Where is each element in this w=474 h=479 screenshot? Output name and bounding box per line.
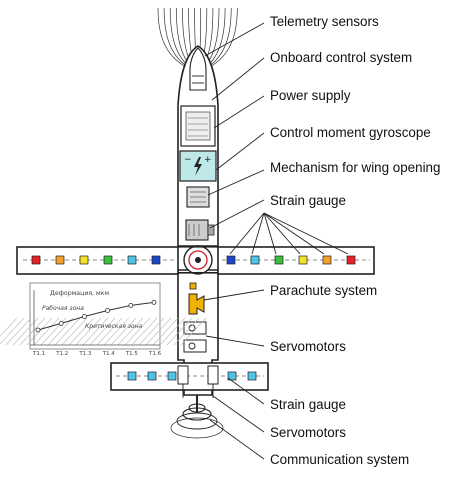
label-strain-gauge-top: Strain gauge bbox=[270, 193, 346, 208]
label-servomotors-bottom: Servomotors bbox=[270, 425, 346, 440]
wing-right-strain-gauges bbox=[226, 255, 356, 265]
svg-text:−: − bbox=[184, 155, 192, 165]
inset-tick-label: Т1.3 bbox=[78, 351, 92, 357]
inset-hatch-line bbox=[0, 317, 18, 337]
strain-gauge bbox=[298, 255, 308, 265]
label-onboard-control-system: Onboard control system bbox=[270, 50, 413, 65]
inset-point bbox=[35, 327, 41, 333]
inset-hatch-line bbox=[110, 317, 137, 346]
inset-hatch-line bbox=[145, 317, 172, 346]
strain-gauge bbox=[127, 255, 137, 265]
inset-hatch-line bbox=[96, 317, 123, 346]
airflow-line bbox=[206, 7, 232, 69]
leader-lines bbox=[203, 22, 349, 460]
label-communication-system: Communication system bbox=[270, 452, 410, 467]
inset-hatch-line bbox=[131, 317, 158, 346]
inset-hatch-line bbox=[180, 317, 207, 346]
inset-hatch-line bbox=[68, 317, 95, 346]
inset-point bbox=[128, 302, 134, 308]
inset-point bbox=[82, 314, 87, 319]
inset-zone-upper: Рабочая зона bbox=[42, 305, 84, 312]
label-wing-opening-mechanism: Mechanism for wing opening bbox=[270, 160, 441, 175]
parachute-icon bbox=[188, 293, 205, 315]
inset-zone-lower: Критическая зона bbox=[85, 323, 142, 330]
strain-gauge bbox=[31, 255, 41, 265]
inset-hatch-line bbox=[124, 317, 151, 346]
strain-gauge bbox=[274, 255, 284, 265]
tail-strain-gauges bbox=[127, 371, 257, 381]
inset-hatch-line bbox=[33, 317, 60, 346]
inset-point bbox=[151, 299, 157, 305]
label-power-supply: Power supply bbox=[270, 88, 351, 103]
inset-hatch-line bbox=[152, 317, 179, 346]
label-parachute-system: Parachute system bbox=[270, 283, 378, 298]
inset-tick-label: Т1.5 bbox=[125, 351, 139, 357]
strain-gauge bbox=[250, 255, 260, 265]
tail-servo-right bbox=[207, 365, 219, 385]
strain-gauge bbox=[322, 255, 332, 265]
inset-curve bbox=[37, 301, 155, 331]
inset-hatch-line bbox=[173, 317, 200, 346]
inset-hatch-line bbox=[47, 317, 74, 346]
inset-hatch-line bbox=[166, 317, 193, 346]
inset-hatch-line bbox=[89, 317, 116, 346]
label-telemetry-sensors: Telemetry sensors bbox=[270, 14, 379, 29]
wing-left bbox=[16, 246, 179, 275]
strain-inset-chart: Деформация, мкм Рабочая зона Критическая… bbox=[0, 282, 207, 357]
lightning-icon bbox=[194, 157, 202, 176]
inset-hatch-line bbox=[5, 317, 32, 346]
inset-tick-label: Т1.4 bbox=[102, 351, 116, 357]
inset-tick-label: Т1.1 bbox=[32, 351, 45, 357]
label-strain-gauge-bottom: Strain gauge bbox=[270, 397, 346, 412]
inset-point bbox=[58, 320, 64, 326]
strain-gauge bbox=[55, 255, 65, 265]
inset-hatch-line bbox=[138, 317, 165, 346]
strain-gauge bbox=[247, 371, 257, 381]
inset-point bbox=[105, 308, 110, 313]
inset-hatch-line bbox=[54, 317, 81, 346]
inset-hatch-line bbox=[19, 317, 46, 346]
inset-hatch-line bbox=[117, 317, 144, 346]
strain-gauge bbox=[127, 371, 137, 381]
inset-tick-label: Т1.2 bbox=[55, 351, 68, 357]
strain-gauge bbox=[151, 255, 161, 265]
airflow-line bbox=[163, 7, 190, 69]
strain-gauge bbox=[227, 371, 237, 381]
strain-gauge bbox=[103, 255, 113, 265]
svg-text:+: + bbox=[204, 155, 212, 165]
strain-gauge bbox=[79, 255, 89, 265]
telemetry-sensor-nose bbox=[189, 47, 207, 91]
strain-gauge bbox=[346, 255, 356, 265]
tailplane bbox=[110, 362, 269, 391]
strain-gauge bbox=[167, 371, 177, 381]
label-servomotors-mid: Servomotors bbox=[270, 339, 346, 354]
inset-hatch-line bbox=[159, 317, 186, 346]
label-control-moment-gyroscope: Control moment gyroscope bbox=[270, 125, 431, 140]
inset-hatch-line bbox=[103, 317, 130, 346]
inset-hatch-line bbox=[0, 317, 25, 345]
inset-title: Деформация, мкм bbox=[50, 290, 109, 297]
strain-gauge bbox=[147, 371, 157, 381]
wing-left-strain-gauges bbox=[31, 255, 161, 265]
inset-tick-label: Т1.6 bbox=[148, 351, 162, 357]
inset-hatch-line bbox=[61, 317, 88, 346]
inset-hatch-line bbox=[82, 317, 109, 346]
inset-hatch-line bbox=[75, 317, 102, 346]
airflow-line bbox=[157, 7, 189, 69]
tail-servo-left bbox=[177, 365, 189, 385]
strain-gauge bbox=[226, 255, 236, 265]
